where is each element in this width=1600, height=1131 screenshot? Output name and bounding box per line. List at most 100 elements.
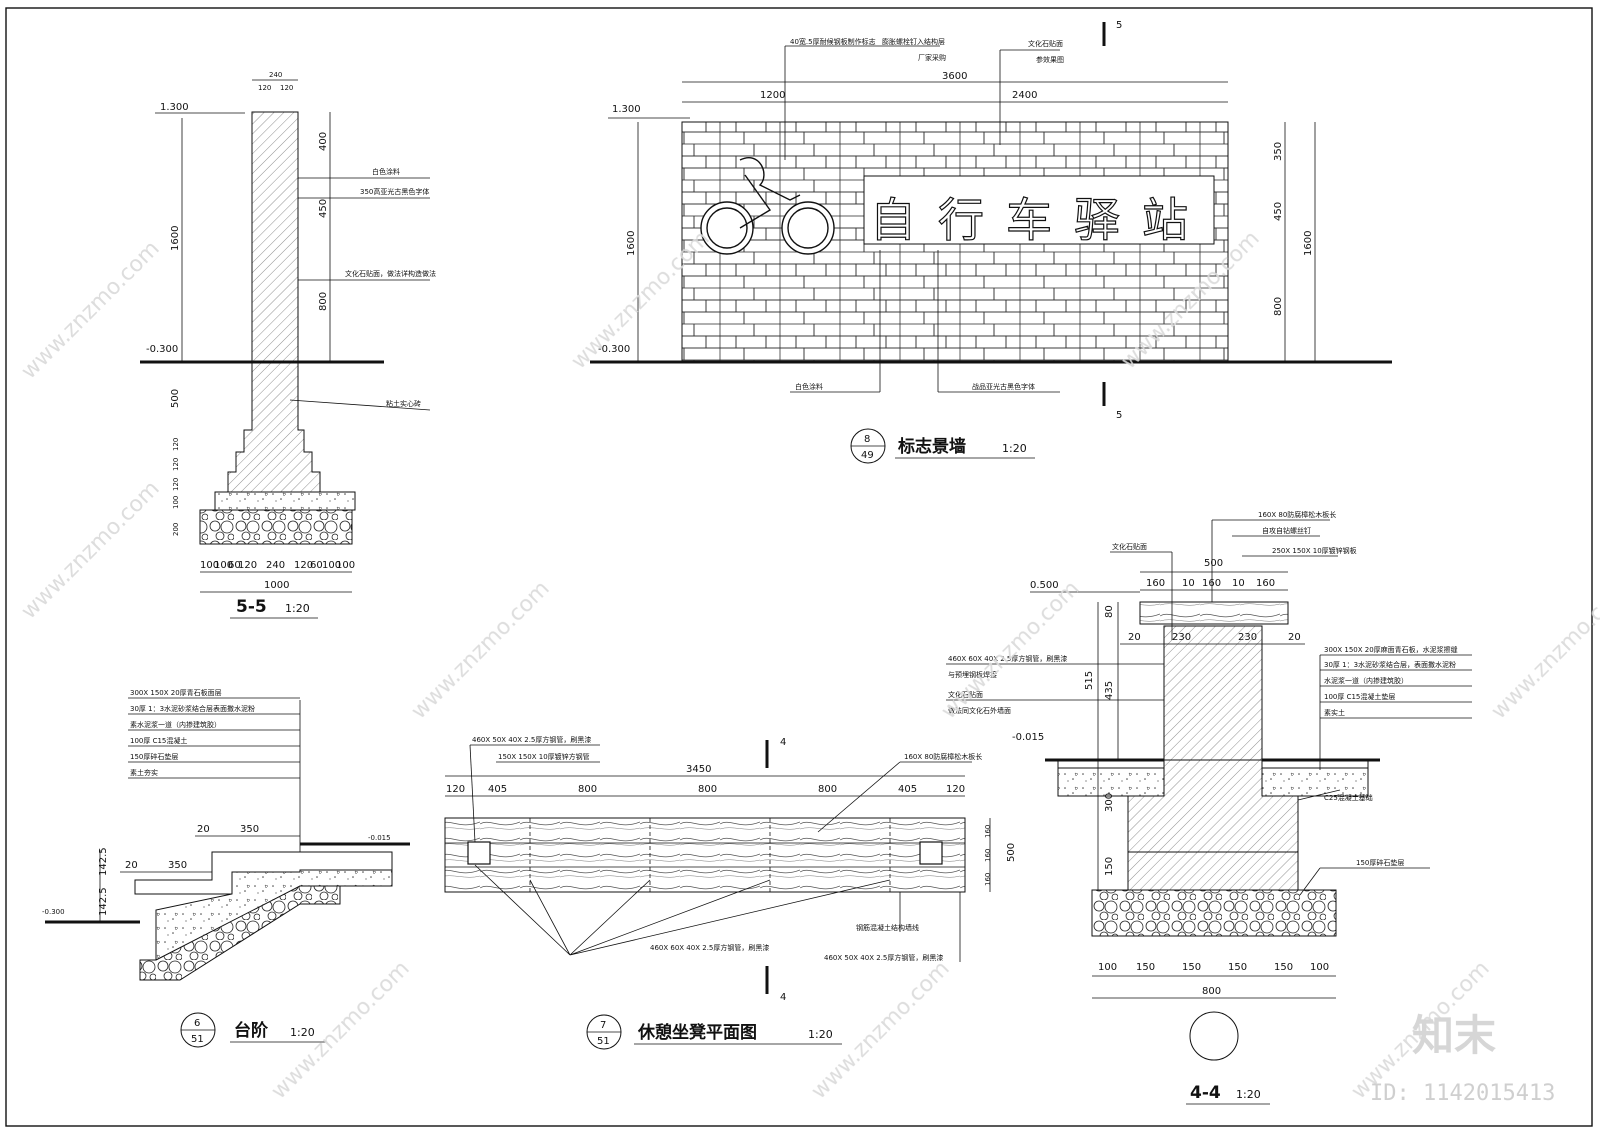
- sign-char: 车: [1006, 193, 1052, 247]
- bench-seat-board: [1139, 601, 1289, 625]
- note-text: 150厚碎石垫层: [1356, 858, 1404, 867]
- view-tag: 6 51: [180, 1012, 216, 1048]
- steel-post: [919, 841, 943, 865]
- sheet-border: [5, 7, 1593, 1127]
- dim-text: 240: [266, 560, 285, 571]
- dim-text: 120: [280, 84, 293, 92]
- dim-text: 80: [1104, 605, 1115, 618]
- dim-text: 120: [172, 478, 180, 491]
- dim-text: 160: [984, 873, 992, 886]
- note-text: 自攻自钻螺丝钉: [1262, 526, 1311, 535]
- dim-text: 150: [1136, 962, 1155, 973]
- note-text: 文化石贴面: [1112, 542, 1147, 551]
- sign-char: 行: [938, 193, 984, 247]
- note-text: 460X 50X 40X 2.5厚方钢管，刷黑漆: [824, 953, 943, 962]
- note-text: 100厚 C15混凝土垫层: [1324, 692, 1395, 701]
- section-4-4: 160X 80防腐樟松木板长 自攻自钻螺丝钉 文化石贴面 250X 150X 1…: [946, 510, 1472, 1105]
- note-text: 文化石贴面: [1028, 39, 1063, 48]
- dim-text: 405: [488, 784, 507, 795]
- note-text: 250X 150X 10厚镀锌钢板: [1272, 546, 1357, 555]
- note-text: 300X 150X 20厚青石板面层: [130, 688, 222, 697]
- step-section: 300X 150X 20厚青石板面层 30厚 1：3水泥砂浆结合层表面撒水泥粉 …: [42, 688, 410, 1048]
- sign-char: 驿: [1074, 193, 1120, 247]
- dim-text: 120: [946, 784, 965, 795]
- dim-text: 100: [322, 560, 341, 571]
- dim-text: 1600: [626, 231, 637, 256]
- dim-text: 450: [1273, 202, 1284, 221]
- note-text: 150厚碎石垫层: [130, 752, 178, 761]
- bench-plan: 4 4 3450 120 405 800 800 800 405 120 160…: [444, 735, 1017, 1050]
- note-text: 厂家采购: [918, 53, 946, 62]
- steel-post: [467, 841, 491, 865]
- dim-text: 160: [984, 825, 992, 838]
- sign-char: 站: [1142, 193, 1188, 247]
- dim-text: 160: [1256, 578, 1275, 589]
- dim-text: 350: [240, 824, 259, 835]
- dim-text: 800: [318, 292, 329, 311]
- watermark-text: www.znzmo.com: [1487, 576, 1600, 724]
- dim-text: 20: [1128, 632, 1141, 643]
- dim-text: 800: [1202, 986, 1221, 997]
- dim-text: 160: [1146, 578, 1165, 589]
- level-mark: -0.300: [598, 344, 630, 355]
- dim-text: 405: [898, 784, 917, 795]
- svg-text:51: 51: [191, 1034, 204, 1045]
- note-text: 350高亚光古黑色字体: [360, 187, 429, 196]
- note-text: 与预埋钢板焊接: [948, 670, 997, 679]
- dim-text: 142.5: [98, 847, 109, 876]
- note-text: 460X 60X 40X 2.5厚方钢管，刷黑漆: [650, 943, 769, 952]
- dim-text: 515: [1084, 671, 1095, 690]
- dim-text: 120: [258, 84, 271, 92]
- dim-text: 500: [1006, 843, 1017, 862]
- note-text: 白色涂料: [372, 167, 400, 176]
- view-scale: 1:20: [285, 602, 310, 615]
- watermark-text: www.znzmo.com: [937, 576, 1085, 724]
- dim-text: 150: [1228, 962, 1247, 973]
- dim-text: 400: [318, 132, 329, 151]
- view-tag: 8 49: [850, 428, 886, 464]
- dim-text: 500: [170, 389, 181, 408]
- gravel-base: [1091, 889, 1337, 937]
- wall-column: [251, 111, 299, 363]
- section-5-5: 240 120 120 1.300 -0.300 1600 500 120 12…: [140, 71, 436, 619]
- note-text: 160X 80防腐樟松木板长: [904, 752, 982, 761]
- level-mark: 1.300: [160, 102, 189, 113]
- dim-text: 3450: [686, 764, 711, 775]
- dim-text: 160: [1202, 578, 1221, 589]
- dim-text: 120: [446, 784, 465, 795]
- dim-text: 100: [200, 560, 219, 571]
- view-title: 标志景墙: [898, 436, 966, 457]
- dim-text: 20: [197, 824, 210, 835]
- gravel-bed: [199, 509, 353, 545]
- note-text: 白色涂料: [795, 382, 823, 391]
- note-text: 文化石贴面，做法详构造做法: [345, 269, 436, 278]
- dim-text: 1600: [170, 226, 181, 251]
- svg-text:8: 8: [864, 434, 870, 445]
- note-text: 30厚 1：3水泥砂浆结合层，表面撒水泥粉: [1324, 660, 1456, 669]
- svg-text:51: 51: [597, 1036, 610, 1047]
- dim-text: 150: [1104, 857, 1115, 876]
- dim-text: 160: [984, 849, 992, 862]
- dim-text: 60: [310, 560, 323, 571]
- dim-text: 300: [1104, 793, 1115, 812]
- image-id: ID: 1142015413: [1370, 1081, 1555, 1106]
- note-text: C25混凝土基础: [1324, 793, 1373, 802]
- dim-text: 1600: [1303, 231, 1314, 256]
- level-mark: -0.015: [368, 834, 391, 842]
- watermark-text: www.znzmo.com: [17, 476, 165, 624]
- level-mark: -0.300: [42, 908, 65, 916]
- note-text: 水泥浆一道（内掺建筑胶）: [1324, 676, 1408, 685]
- dim-text: 150: [1274, 962, 1293, 973]
- note-text: 30厚 1：3水泥砂浆结合层表面撒水泥粉: [130, 704, 255, 713]
- sign-panel: [863, 175, 1215, 245]
- dim-text: 800: [698, 784, 717, 795]
- dim-text: 100: [336, 560, 355, 571]
- view-title: 台阶: [234, 1020, 269, 1041]
- dim-text: 200: [172, 523, 180, 536]
- level-mark: -0.015: [1012, 732, 1044, 743]
- view-scale: 1:20: [290, 1026, 315, 1039]
- section-mark: 5: [1116, 20, 1122, 31]
- dim-text: 100: [172, 496, 180, 509]
- dim-text: 150: [1182, 962, 1201, 973]
